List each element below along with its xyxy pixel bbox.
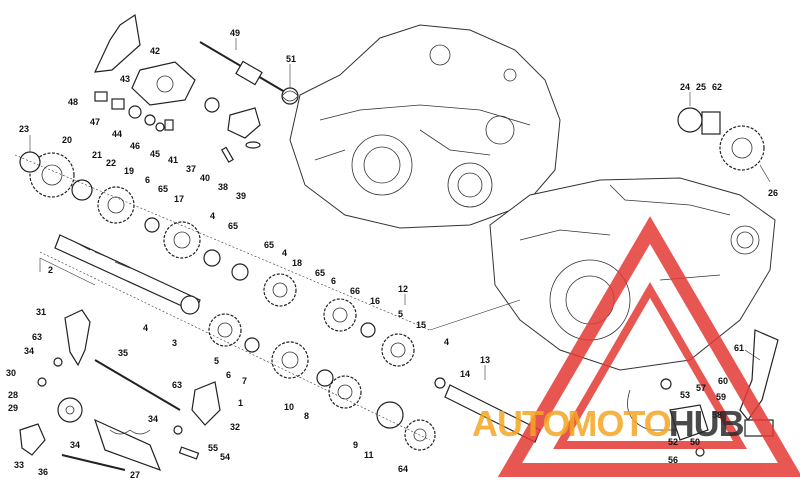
- part-label-28: 28: [8, 390, 19, 400]
- part-label-4: 4: [444, 337, 450, 347]
- part-label-15: 15: [416, 320, 427, 330]
- part-label-41: 41: [168, 155, 179, 165]
- part-label-54: 54: [220, 452, 231, 462]
- part-label-37: 37: [186, 164, 197, 174]
- part-label-35: 35: [118, 348, 129, 358]
- part-label-7: 7: [242, 376, 248, 386]
- part-label-47: 47: [90, 117, 101, 127]
- part-label-34: 34: [70, 440, 81, 450]
- part-label-53: 53: [680, 390, 691, 400]
- part-label-5: 5: [398, 309, 404, 319]
- part-label-51: 51: [286, 54, 297, 64]
- part-label-13: 13: [480, 355, 491, 365]
- part-label-32: 32: [230, 422, 241, 432]
- part-label-8: 8: [304, 411, 310, 421]
- part-label-63: 63: [172, 380, 183, 390]
- watermark-logo: [497, 216, 800, 477]
- part-label-23: 23: [19, 124, 30, 134]
- gearshift-shaft: [93, 13, 299, 105]
- part-label-29: 29: [8, 403, 19, 413]
- part-label-65: 65: [315, 268, 326, 278]
- part-label-18: 18: [292, 258, 303, 268]
- part-label-16: 16: [370, 296, 381, 306]
- part-label-62: 62: [712, 82, 723, 92]
- watermark-text-moto: MOTO: [567, 403, 671, 444]
- part-label-6: 6: [331, 276, 337, 286]
- shift-drum-forks: [19, 309, 221, 472]
- part-label-24: 24: [680, 82, 691, 92]
- part-label-33: 33: [14, 460, 25, 470]
- part-label-4: 4: [210, 211, 216, 221]
- part-label-25: 25: [696, 82, 707, 92]
- part-label-44: 44: [112, 129, 123, 139]
- part-label-30: 30: [6, 368, 17, 378]
- part-label-39: 39: [236, 191, 247, 201]
- part-label-34: 34: [148, 414, 159, 424]
- part-label-65: 65: [158, 184, 169, 194]
- part-label-60: 60: [718, 376, 729, 386]
- part-label-42: 42: [150, 46, 161, 56]
- part-label-6: 6: [226, 370, 232, 380]
- part-label-63: 63: [32, 332, 43, 342]
- part-label-10: 10: [284, 402, 295, 412]
- part-label-52: 52: [668, 437, 679, 447]
- part-label-11: 11: [364, 450, 374, 460]
- part-label-36: 36: [38, 467, 49, 477]
- part-label-9: 9: [353, 440, 359, 450]
- output-sprocket-assembly: [677, 107, 765, 171]
- part-label-59: 59: [716, 392, 727, 402]
- part-label-5: 5: [214, 356, 220, 366]
- watermark-text-auto: AUTO: [472, 403, 570, 444]
- part-label-49: 49: [230, 28, 241, 38]
- part-label-65: 65: [228, 221, 239, 231]
- part-label-20: 20: [62, 135, 73, 145]
- part-label-38: 38: [218, 182, 229, 192]
- part-label-40: 40: [200, 173, 211, 183]
- part-label-21: 21: [92, 150, 103, 160]
- watermark-text-hub: HUB: [668, 403, 745, 444]
- part-label-50: 50: [690, 437, 701, 447]
- part-label-4: 4: [143, 323, 149, 333]
- part-label-19: 19: [124, 166, 135, 176]
- part-label-61: 61: [734, 343, 745, 353]
- part-label-22: 22: [106, 158, 117, 168]
- part-label-65: 65: [264, 240, 275, 250]
- part-label-56: 56: [668, 455, 679, 465]
- part-label-57: 57: [696, 383, 707, 393]
- part-label-27: 27: [130, 470, 141, 480]
- crankcase-left-half: [289, 24, 561, 229]
- part-label-4: 4: [282, 248, 288, 258]
- part-label-3: 3: [172, 338, 178, 348]
- selector-parts: [94, 61, 261, 163]
- part-label-6: 6: [145, 175, 151, 185]
- crankcase-right-half: [489, 177, 776, 371]
- output-shaft-gears: [180, 295, 541, 451]
- part-label-66: 66: [350, 286, 361, 296]
- part-label-14: 14: [460, 369, 471, 379]
- part-label-2: 2: [48, 265, 54, 275]
- part-label-45: 45: [150, 149, 161, 159]
- part-label-64: 64: [398, 464, 409, 474]
- leader-lines: [14, 38, 771, 441]
- part-label-26: 26: [768, 188, 779, 198]
- part-label-46: 46: [130, 141, 141, 151]
- input-shaft-gears: [19, 151, 415, 367]
- part-label-31: 31: [36, 307, 47, 317]
- part-label-34: 34: [24, 346, 35, 356]
- part-label-12: 12: [398, 284, 409, 294]
- part-label-48: 48: [68, 97, 79, 107]
- part-label-43: 43: [120, 74, 131, 84]
- part-label-17: 17: [174, 194, 185, 204]
- part-label-58: 58: [712, 410, 723, 420]
- part-label-1: 1: [238, 398, 244, 408]
- part-label-55: 55: [208, 443, 219, 453]
